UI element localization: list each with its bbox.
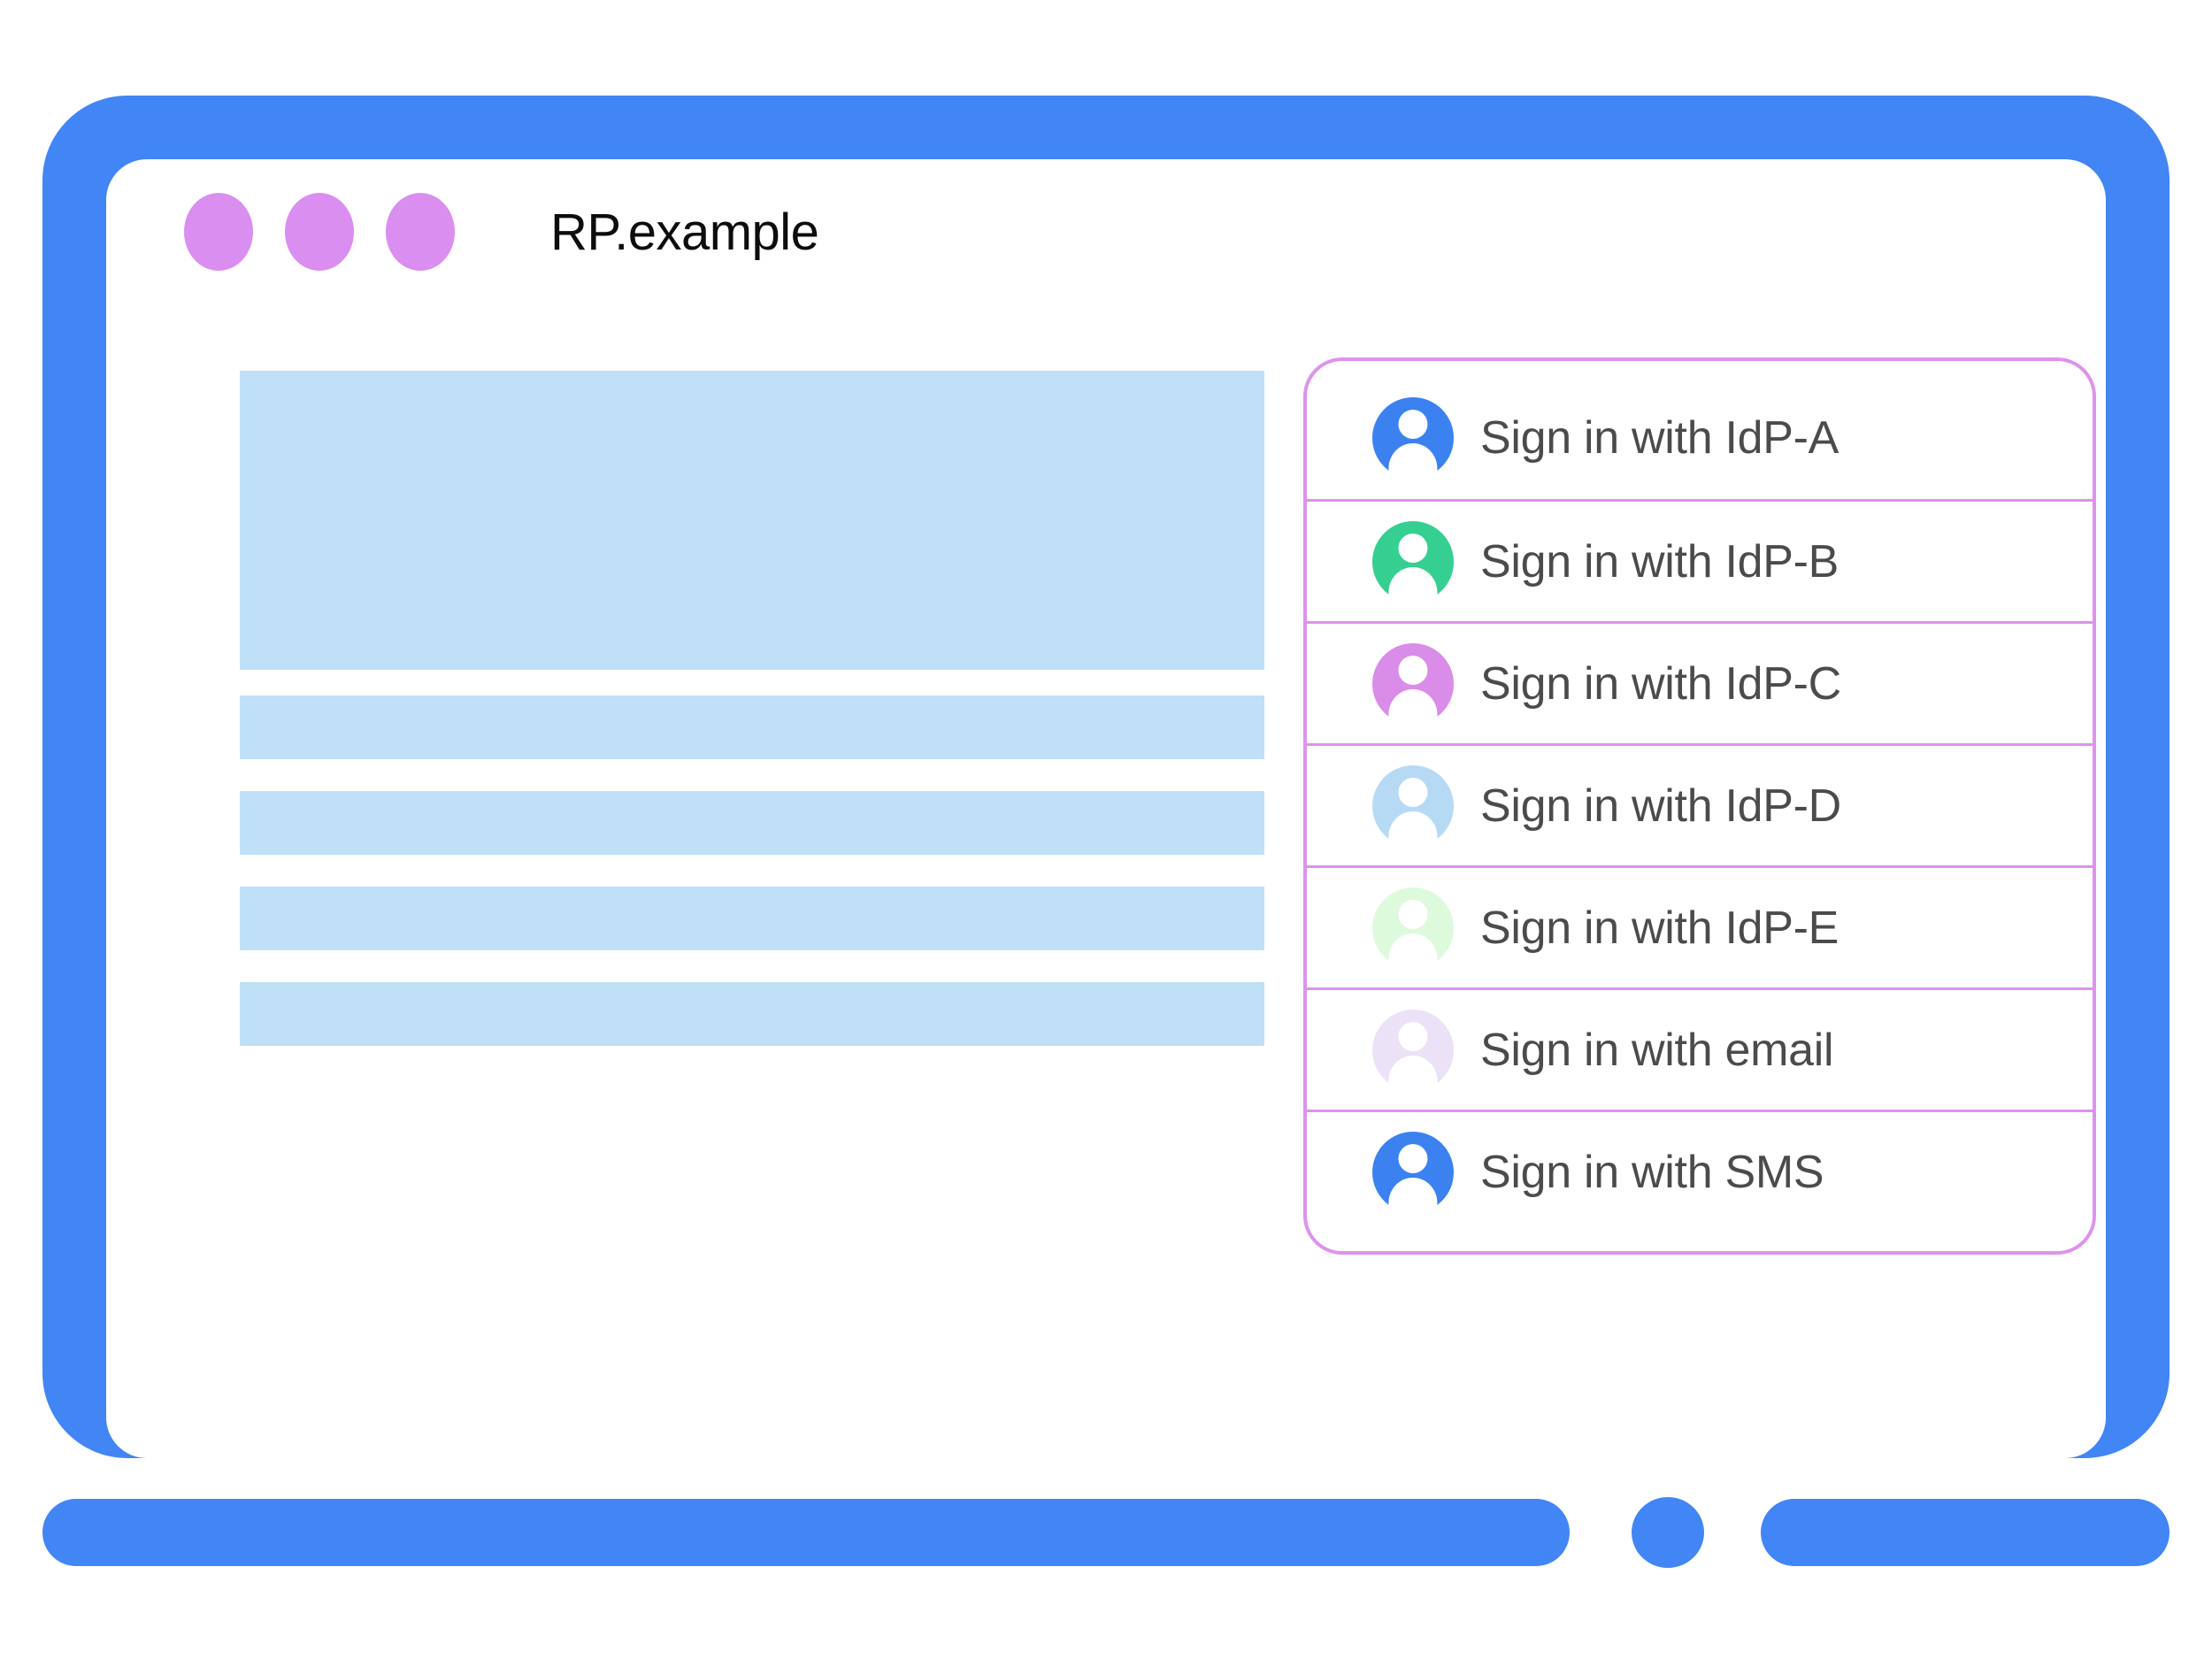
page-content bbox=[240, 371, 1264, 1078]
account-chooser-list: Sign in with IdP-A Sign in with IdP-B Sign… bbox=[1303, 377, 2096, 1232]
window-dot-2[interactable] bbox=[285, 193, 354, 271]
text-placeholder-3 bbox=[240, 887, 1264, 950]
account-chooser-dialog: Sign in with IdP-A Sign in with IdP-B Sign… bbox=[1303, 357, 2096, 1255]
avatar-icon bbox=[1372, 397, 1454, 485]
account-chooser-item-label: Sign in with IdP-E bbox=[1480, 902, 1839, 954]
avatar-icon bbox=[1372, 1009, 1454, 1096]
page-title: RP.example bbox=[550, 203, 819, 261]
avatar-head bbox=[1398, 1143, 1428, 1173]
avatar-head bbox=[1398, 777, 1428, 807]
text-placeholder-2 bbox=[240, 791, 1264, 855]
avatar-icon bbox=[1372, 887, 1454, 974]
avatar-body bbox=[1388, 933, 1438, 974]
bezel-bar-left bbox=[42, 1499, 1570, 1566]
home-button[interactable] bbox=[1632, 1497, 1704, 1568]
account-chooser-item-7[interactable]: Sign in with SMS bbox=[1303, 1110, 2096, 1232]
text-placeholder-4 bbox=[240, 982, 1264, 1046]
avatar-icon bbox=[1372, 642, 1454, 730]
avatar-body bbox=[1388, 566, 1438, 608]
avatar-head bbox=[1398, 533, 1428, 563]
account-chooser-item-5[interactable]: Sign in with IdP-E bbox=[1303, 865, 2096, 987]
account-chooser-item-label: Sign in with SMS bbox=[1480, 1146, 1824, 1198]
text-placeholder-1 bbox=[240, 695, 1264, 759]
avatar-icon bbox=[1372, 764, 1454, 852]
account-chooser-item-3[interactable]: Sign in with IdP-C bbox=[1303, 621, 2096, 743]
avatar-icon bbox=[1372, 1131, 1454, 1218]
avatar-head bbox=[1398, 410, 1428, 440]
avatar-body bbox=[1388, 1055, 1438, 1096]
account-chooser-item-label: Sign in with IdP-A bbox=[1480, 412, 1839, 464]
account-chooser-item-1[interactable]: Sign in with IdP-A bbox=[1303, 377, 2096, 499]
avatar-head bbox=[1398, 899, 1428, 929]
avatar-body bbox=[1388, 443, 1438, 485]
hero-placeholder bbox=[240, 371, 1264, 670]
window-dot-1[interactable] bbox=[184, 193, 253, 271]
avatar-icon bbox=[1372, 520, 1454, 608]
avatar-body bbox=[1388, 810, 1438, 852]
avatar-body bbox=[1388, 1177, 1438, 1218]
avatar-body bbox=[1388, 688, 1438, 730]
account-chooser-item-2[interactable]: Sign in with IdP-B bbox=[1303, 499, 2096, 621]
account-chooser-item-label: Sign in with IdP-C bbox=[1480, 657, 1841, 710]
avatar-head bbox=[1398, 1021, 1428, 1051]
browser-titlebar: RP.example bbox=[184, 193, 819, 271]
account-chooser-item-6[interactable]: Sign in with email bbox=[1303, 987, 2096, 1110]
account-chooser-item-label: Sign in with IdP-D bbox=[1480, 780, 1841, 832]
account-chooser-item-label: Sign in with email bbox=[1480, 1024, 1834, 1076]
bezel-bar-right bbox=[1761, 1499, 2170, 1566]
window-dot-3[interactable] bbox=[386, 193, 455, 271]
account-chooser-item-4[interactable]: Sign in with IdP-D bbox=[1303, 743, 2096, 865]
account-chooser-item-label: Sign in with IdP-B bbox=[1480, 535, 1839, 588]
avatar-head bbox=[1398, 655, 1428, 685]
